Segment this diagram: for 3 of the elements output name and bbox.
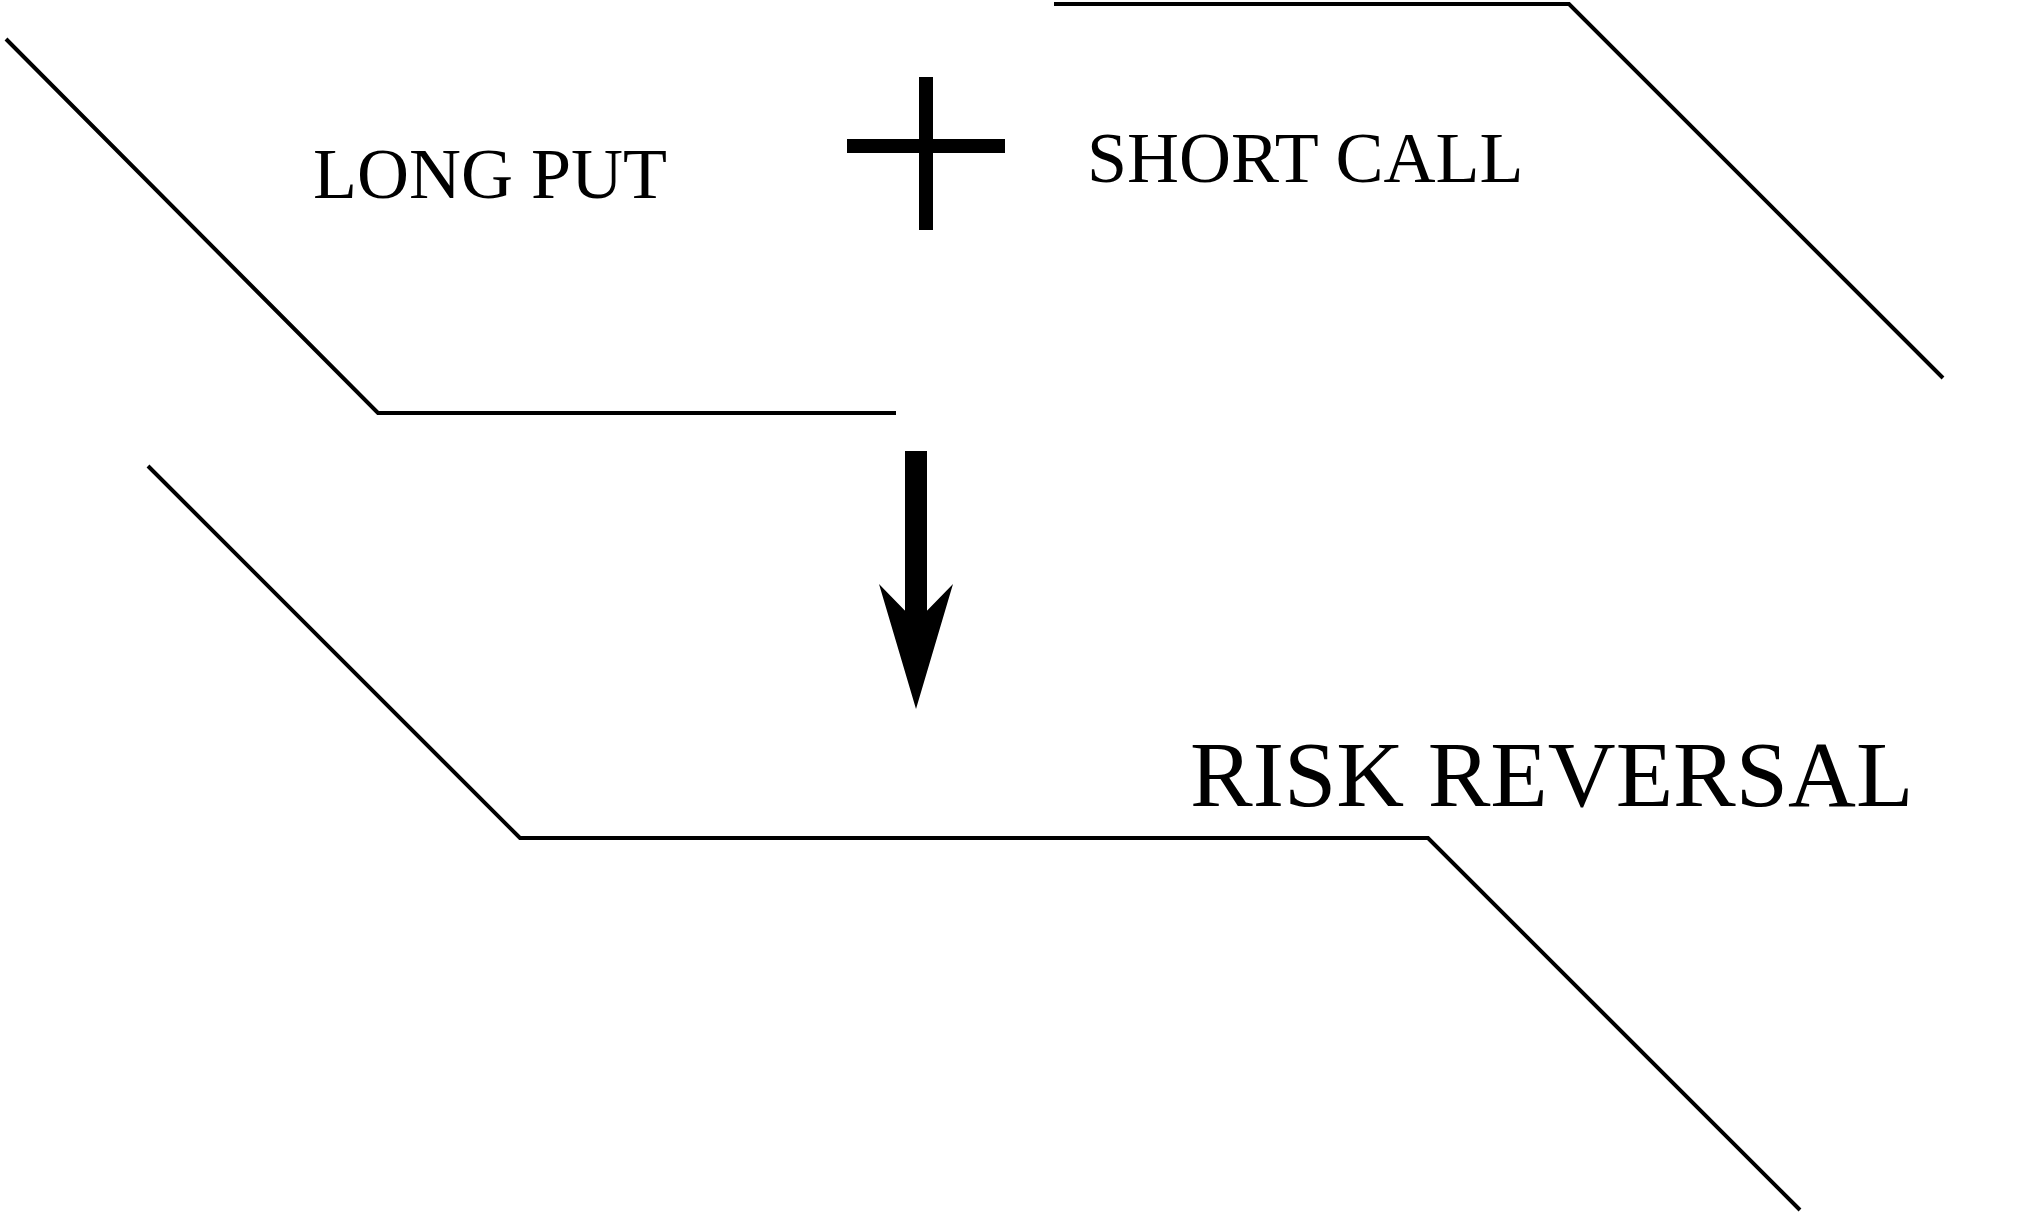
strategy-label: LONG PUT [313,138,667,210]
result-label: RISK REVERSAL [1190,727,1914,821]
strategy-label: SHORT CALL [1087,122,1524,194]
